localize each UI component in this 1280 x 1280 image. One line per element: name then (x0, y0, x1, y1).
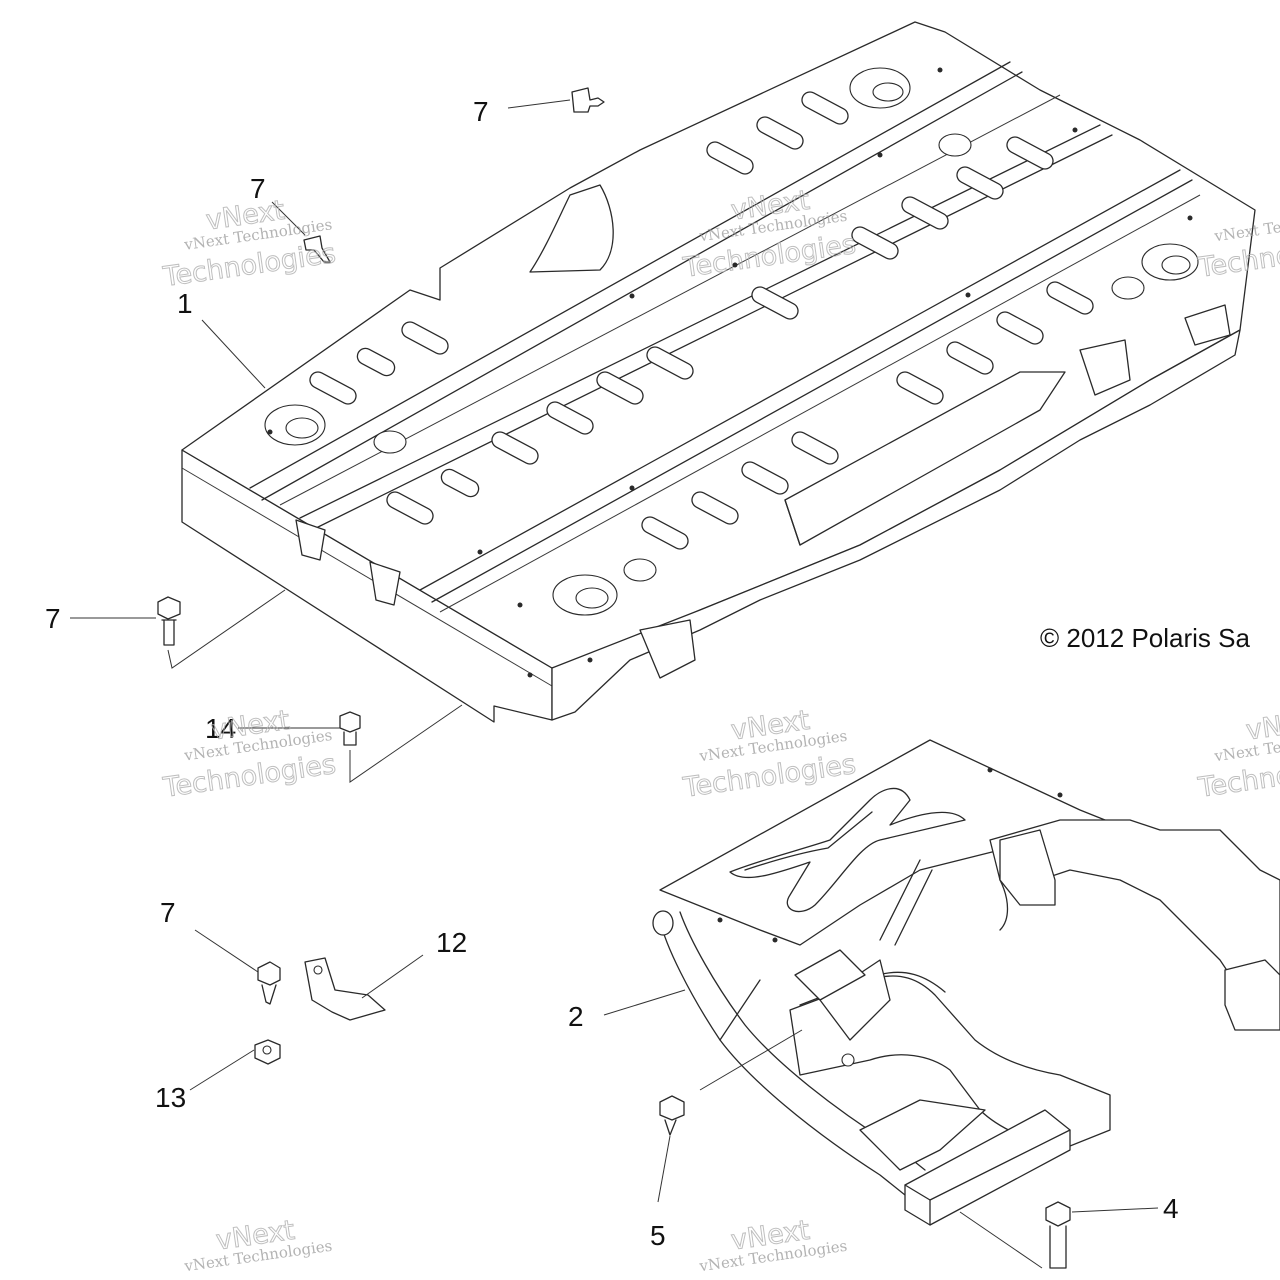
callout-12: 12 (436, 927, 467, 958)
callout-14: 14 (205, 713, 236, 744)
callout-13: 13 (155, 1082, 186, 1113)
frame-part-2[interactable] (652, 739, 1280, 1226)
screw-5[interactable] (659, 1095, 685, 1136)
callout-2: 2 (568, 1001, 584, 1032)
callout-7-lower-left: 7 (160, 897, 176, 928)
bolt-4[interactable] (1045, 1201, 1071, 1269)
bolt-14[interactable] (339, 711, 361, 746)
flange-bolt-7-left[interactable] (157, 596, 181, 646)
screw-7-upper-left[interactable] (303, 235, 331, 263)
bracket-12[interactable] (304, 957, 386, 1021)
floor-panel-part-1[interactable] (181, 21, 1256, 723)
callout-7-left: 7 (45, 603, 61, 634)
callout-5: 5 (650, 1220, 666, 1251)
bolt-7-top[interactable] (571, 87, 605, 113)
callout-7-top: 7 (473, 96, 489, 127)
nut-13[interactable] (254, 1039, 281, 1065)
callout-1: 1 (177, 288, 193, 319)
leader-lines (70, 99, 1159, 1269)
callout-7-upper-left: 7 (250, 173, 266, 204)
copyright-notice: © 2012 Polaris Sa (1040, 623, 1250, 653)
callout-4: 4 (1163, 1193, 1179, 1224)
screw-7-lower-left[interactable] (257, 961, 281, 1005)
